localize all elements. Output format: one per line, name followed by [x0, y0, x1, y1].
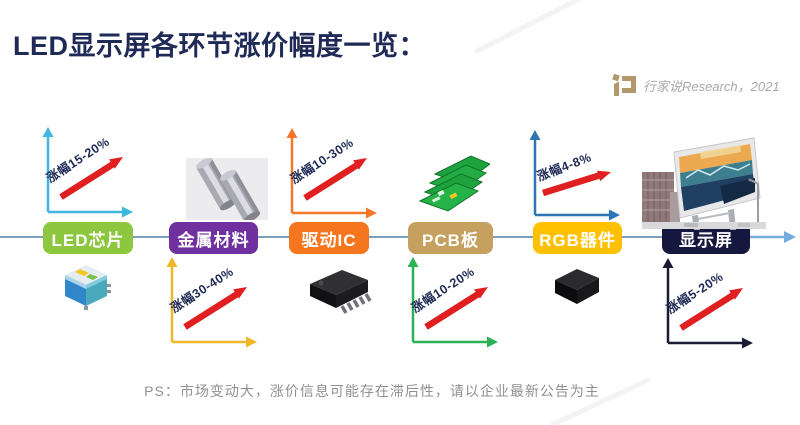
pcb-boards-icon [418, 155, 490, 212]
increase-label: 涨幅15-20% [43, 134, 112, 186]
price-up-arrow [542, 172, 600, 197]
price-up-arrow [303, 161, 360, 201]
flow-end-arrow-icon [750, 231, 796, 243]
hangjiashuo-logo-icon [612, 73, 636, 96]
supply-chain-line [0, 236, 748, 238]
led-billboard-icon [642, 137, 766, 230]
price-up-arrow [59, 160, 116, 200]
node-pcb: PCB板 [408, 222, 493, 254]
disclaimer-note: PS：市场变动大，涨价信息可能存在滞后性，请以企业最新公告为主 [144, 383, 600, 399]
increase-label: 涨幅10-20% [408, 264, 477, 316]
node-label: RGB器件 [539, 230, 616, 250]
price-up-arrow [679, 291, 736, 331]
rgb-package-icon [555, 269, 599, 304]
trend-chart-display: 涨幅5-20% [662, 258, 753, 349]
page-title: LED显示屏各环节涨价幅度一览： [13, 31, 426, 61]
trend-chart-pcb: 涨幅10-20% [407, 257, 498, 348]
increase-label: 涨幅10-30% [287, 135, 356, 187]
node-metal: 金属材料 [169, 222, 258, 254]
node-label: 金属材料 [177, 230, 250, 250]
node-label: LED芯片 [51, 230, 125, 250]
trend-chart-driver-ic: 涨幅10-30% [286, 128, 377, 219]
metal-rods-icon [186, 158, 268, 220]
watermark-line [473, 0, 593, 55]
driver-ic-icon [310, 270, 372, 314]
price-up-arrow [424, 290, 481, 330]
node-label: 显示屏 [679, 230, 733, 250]
node-driver-ic: 驱动IC [289, 222, 369, 254]
price-up-arrow [183, 290, 240, 330]
increase-label: 涨幅30-40% [167, 264, 236, 316]
trend-chart-metal: 涨幅30-40% [166, 257, 257, 348]
trend-chart-led-chip: 涨幅15-20% [42, 127, 133, 218]
node-rgb: RGB器件 [533, 222, 622, 254]
node-label: PCB板 [422, 230, 479, 250]
trend-chart-rgb: 涨幅4-8% [529, 130, 620, 221]
led-chip-icon [65, 265, 111, 310]
brand-logo: 行家说Research，2021 [610, 72, 780, 98]
node-led-chip: LED芯片 [43, 222, 133, 254]
node-label: 驱动IC [301, 230, 357, 250]
brand-name: 行家说Research，2021 [643, 78, 780, 94]
